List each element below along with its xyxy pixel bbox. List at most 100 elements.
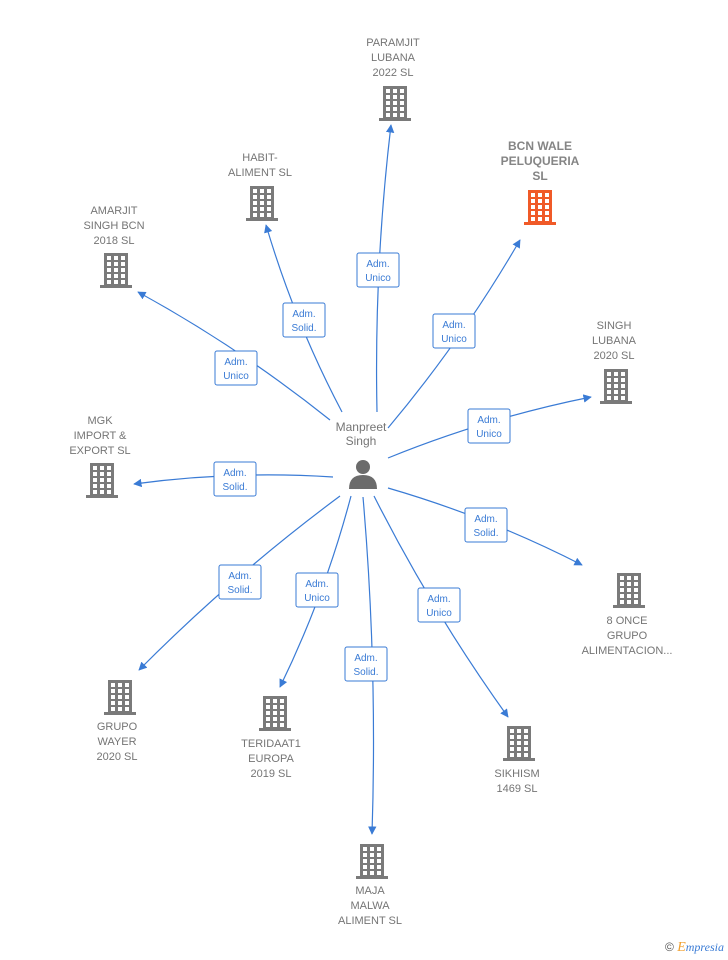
building-window <box>538 199 542 203</box>
building-window <box>107 280 111 284</box>
building-window <box>266 717 270 721</box>
building-window <box>253 189 257 193</box>
building-window <box>111 695 115 699</box>
building-window <box>386 101 390 105</box>
brand-initial: E <box>677 940 686 955</box>
building-window <box>107 256 111 260</box>
building-icon-wayer[interactable] <box>104 680 136 715</box>
building-window <box>393 95 397 99</box>
building-window <box>267 207 271 211</box>
building-window <box>125 689 129 693</box>
building-window <box>125 707 129 711</box>
role-label: Adm.Unico <box>426 594 452 619</box>
role-badge-habit[interactable]: Adm.Solid. <box>282 302 326 338</box>
building-icon-teridaat[interactable] <box>259 696 291 731</box>
role-badge-bcn[interactable]: Adm.Unico <box>432 313 476 349</box>
building-window <box>280 711 284 715</box>
building-window <box>370 859 374 863</box>
building-window <box>620 576 624 580</box>
building-window <box>531 205 535 209</box>
role-badge-singh[interactable]: Adm.Unico <box>467 408 511 444</box>
building-window <box>370 865 374 869</box>
building-window <box>607 390 611 394</box>
building-window <box>363 871 367 875</box>
building-window <box>266 711 270 715</box>
role-badge-maja[interactable]: Adm.Solid. <box>344 646 388 682</box>
role-badge-paramjit[interactable]: Adm.Unico <box>356 252 400 288</box>
building-window <box>100 484 104 488</box>
building-icon-habit[interactable] <box>246 186 278 221</box>
building-window <box>634 588 638 592</box>
building-window <box>614 378 618 382</box>
building-window <box>400 89 404 93</box>
building-window <box>614 390 618 394</box>
building-icon-once[interactable] <box>613 573 645 608</box>
building-window <box>524 753 528 757</box>
role-badge-frame <box>282 302 326 338</box>
building-icon-singh[interactable] <box>600 369 632 404</box>
role-badge-amarjit[interactable]: Adm.Unico <box>214 350 258 386</box>
building-window <box>273 705 277 709</box>
role-badge-frame <box>356 252 400 288</box>
role-badge-once[interactable]: Adm.Solid. <box>464 507 508 543</box>
building-window <box>100 478 104 482</box>
building-window <box>400 113 404 117</box>
building-window <box>510 735 514 739</box>
building-window <box>517 741 521 745</box>
building-window <box>121 274 125 278</box>
building-window <box>266 699 270 703</box>
building-window <box>111 701 115 705</box>
building-window <box>377 853 381 857</box>
building-window <box>267 189 271 193</box>
brand-name: mpresia <box>685 940 724 954</box>
building-window <box>545 193 549 197</box>
building-window <box>620 588 624 592</box>
building-window <box>114 256 118 260</box>
building-window <box>260 201 264 205</box>
building-window <box>531 193 535 197</box>
building-window <box>125 695 129 699</box>
building-window <box>93 478 97 482</box>
building-icon-bcn[interactable] <box>524 190 556 225</box>
building-window <box>280 705 284 709</box>
role-badge-teridaat[interactable]: Adm.Unico <box>295 572 339 608</box>
building-window <box>107 472 111 476</box>
building-window <box>280 717 284 721</box>
role-label: Adm.Unico <box>304 579 330 604</box>
building-window <box>93 484 97 488</box>
role-label: Adm.Unico <box>365 259 391 284</box>
role-badge-mgk[interactable]: Adm.Solid. <box>213 461 257 497</box>
role-label: Adm.Solid. <box>222 468 247 493</box>
building-window <box>107 490 111 494</box>
building-window <box>370 853 374 857</box>
building-icon-paramjit[interactable] <box>379 86 411 121</box>
building-base <box>524 222 556 225</box>
building-window <box>538 211 542 215</box>
building-window <box>393 101 397 105</box>
building-window <box>93 490 97 494</box>
role-badge-frame <box>467 408 511 444</box>
building-icon-amarjit[interactable] <box>100 253 132 288</box>
role-badge-wayer[interactable]: Adm.Solid. <box>218 564 262 600</box>
building-window <box>363 853 367 857</box>
role-label: Adm.Solid. <box>353 653 378 678</box>
building-icon-mgk[interactable] <box>86 463 118 498</box>
building-icon-maja[interactable] <box>356 844 388 879</box>
building-window <box>273 717 277 721</box>
building-window <box>280 699 284 703</box>
building-window <box>538 205 542 209</box>
building-window <box>370 871 374 875</box>
building-window <box>393 113 397 117</box>
building-window <box>253 201 257 205</box>
empresia-watermark[interactable]: © Empresia <box>665 940 724 956</box>
building-icon-sikhism[interactable] <box>503 726 535 761</box>
building-window <box>377 847 381 851</box>
building-window <box>386 89 390 93</box>
building-window <box>107 262 111 266</box>
building-window <box>627 594 631 598</box>
role-badge-sikhism[interactable]: Adm.Unico <box>417 587 461 623</box>
